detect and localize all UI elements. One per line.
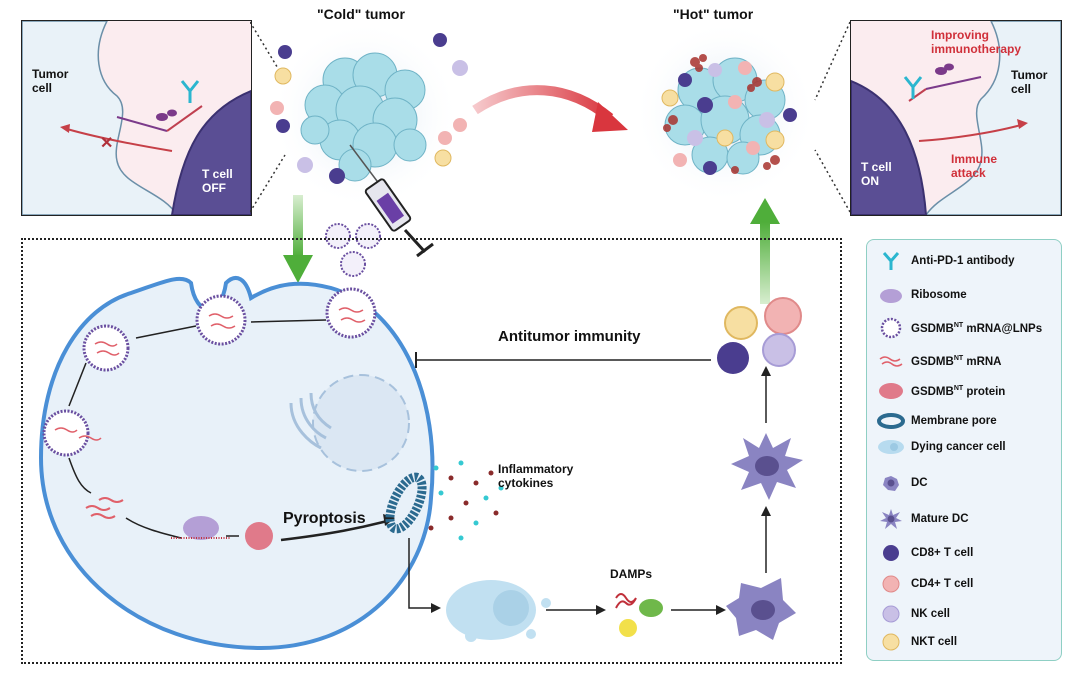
- hot-tumor-title: "Hot" tumor: [673, 6, 754, 22]
- inflammatory-cytokines: [428, 460, 504, 541]
- improving-immunotherapy-label: Improving immunotherapy: [931, 28, 1022, 56]
- cd4-icon: [875, 573, 907, 595]
- dying-cancer-cell: [446, 580, 551, 642]
- nk-icon: [875, 603, 907, 625]
- legend-item-nk: NK cell: [875, 603, 950, 625]
- pd1-receptor-icon: [156, 113, 168, 121]
- legend-item-lnp: GSDMBNT mRNA@LNPs: [875, 317, 1042, 339]
- blocked-cross-icon: ✕: [100, 135, 113, 152]
- endoplasmic-reticulum: [289, 392, 332, 450]
- inset-tcell-on-graphic: [851, 21, 1061, 215]
- dying-cell-icon: [875, 436, 907, 458]
- lnp-uptake: [42, 287, 377, 457]
- cd8-icon: [875, 542, 907, 564]
- mature-dc-icon: [875, 508, 907, 530]
- antibody-icon: [903, 76, 923, 99]
- green-arrow-up: [750, 198, 780, 304]
- nucleus: [312, 374, 410, 472]
- green-arrow-down: [283, 195, 313, 283]
- cold-tumor-title: "Cold" tumor: [317, 6, 405, 22]
- dendritic-cell: [726, 578, 796, 640]
- immune-cells-infiltrate: [661, 61, 797, 175]
- legend-item-cd8: CD8+ T cell: [875, 542, 973, 564]
- nkt-icon: [875, 631, 907, 653]
- gsdmb-protein: [245, 522, 273, 550]
- protein-icon: [875, 380, 907, 402]
- tumor-mass: [300, 52, 427, 182]
- inset-tcell-off: ✕ Tumor cell T cell OFF: [21, 20, 252, 216]
- nk-cell: [452, 60, 468, 76]
- inset-tcell-off-graphic: ✕: [22, 21, 251, 215]
- dc-icon: [875, 472, 907, 494]
- legend-item-mrna: GSDMBNT mRNA: [875, 350, 1002, 372]
- attack-arrow: [918, 124, 1022, 142]
- atp-icon: [619, 619, 637, 637]
- legend-item-ribosome: Ribosome: [875, 284, 967, 306]
- signal-arrow: [66, 128, 173, 152]
- legend-item-mature-dc: Mature DC: [875, 508, 969, 530]
- gsdmb-protein-clusters: [663, 54, 780, 174]
- tcell-off-label: T cell OFF: [202, 167, 233, 195]
- damps-label: DAMPs: [610, 567, 653, 581]
- syringe-icon: [349, 144, 434, 258]
- mrna-icon: [875, 350, 907, 372]
- legend-item-cd4: CD4+ T cell: [875, 573, 973, 595]
- ribosome-icon: [875, 284, 907, 306]
- legend-item-protein: GSDMBNT protein: [875, 380, 1005, 402]
- cd4-tcell: [270, 101, 284, 115]
- antibody-icon: [180, 80, 200, 103]
- cold-tumor-illustration: [270, 20, 468, 258]
- legend-item-nkt: NKT cell: [875, 631, 957, 653]
- antibody-icon: [875, 250, 907, 272]
- pore-icon: [875, 410, 907, 432]
- lnp-icon: [875, 317, 907, 339]
- tumor-cell-label-right: Tumor cell: [1011, 68, 1048, 96]
- membrane-pore: [385, 472, 427, 534]
- lnp-cluster: [325, 223, 381, 277]
- hot-tumor-illustration: [633, 20, 817, 204]
- legend-item-dc: DC: [875, 472, 928, 494]
- legend-panel: Anti-PD-1 antibody Ribosome GSDMBNT mRNA…: [866, 239, 1062, 661]
- mechanism-graphic: [38, 276, 803, 651]
- uptake-arrows: [68, 319, 327, 539]
- ribosome: [183, 516, 219, 540]
- cold-to-hot-arrow: [472, 85, 628, 132]
- mechanism-panel: [21, 238, 842, 664]
- legend-item-pore: Membrane pore: [875, 410, 997, 432]
- inset-tcell-on: Improving immunotherapy Tumor cell Immun…: [850, 20, 1062, 216]
- zoom-connector-right: [814, 21, 850, 213]
- antitumor-immunity-label: Antitumor immunity: [498, 328, 641, 345]
- tcell-on-label: T cell ON: [861, 160, 892, 188]
- activated-immune-cells: [717, 297, 802, 374]
- legend-item-antibody: Anti-PD-1 antibody: [875, 250, 1015, 272]
- immune-attack-label: Immune attack: [951, 152, 998, 180]
- mrna-strands: [85, 497, 124, 519]
- tumor-cell-label: Tumor cell: [32, 67, 69, 95]
- nkt-cell: [274, 67, 292, 85]
- damps-icon: [615, 593, 663, 637]
- cd8-tcell: [278, 45, 292, 59]
- mature-dendritic-cell: [731, 433, 803, 500]
- pyroptosis-label: Pyroptosis: [283, 510, 366, 527]
- inflammatory-cytokines-label: Inflammatory cytokines: [498, 462, 574, 490]
- legend-item-dying-cell: Dying cancer cell: [875, 436, 1006, 458]
